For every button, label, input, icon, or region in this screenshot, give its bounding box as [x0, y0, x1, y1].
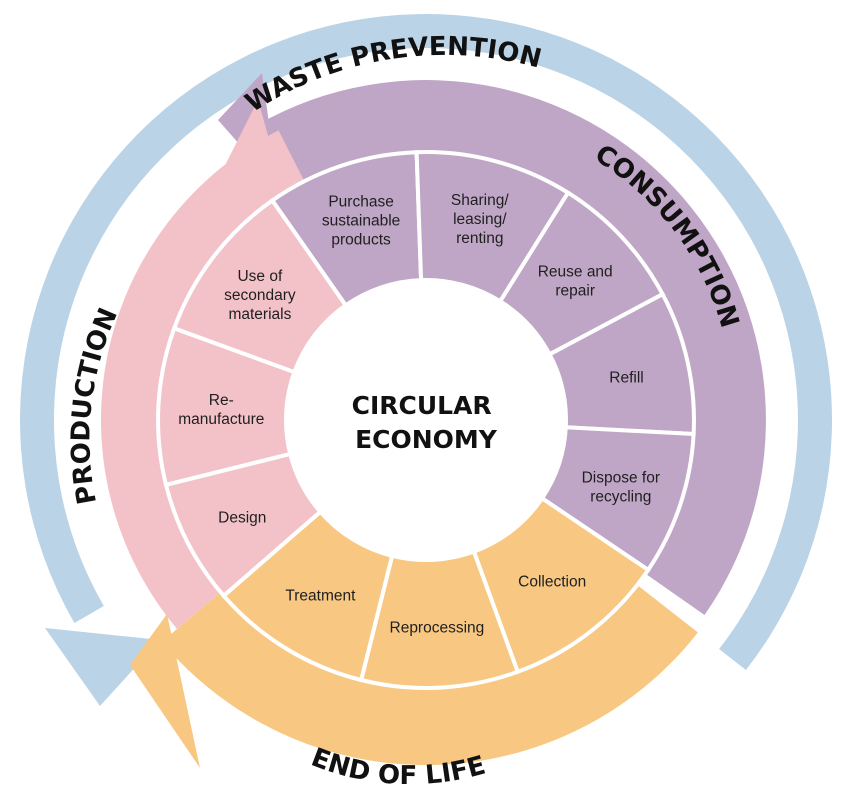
- end-of-life-arrowhead: [130, 614, 200, 768]
- segment-label-line: sustainable: [322, 212, 400, 229]
- segment-label-line: renting: [456, 230, 503, 247]
- segment-label-line: Dispose for: [582, 470, 660, 487]
- segment-label-purchase: Purchase sustainable products: [322, 193, 400, 248]
- segment-label-line: Reuse and: [538, 263, 613, 280]
- center-line-2: ECONOMY: [355, 425, 498, 454]
- segment-label-dispose: Dispose for recycling: [582, 470, 660, 506]
- segment-label-line: products: [331, 231, 391, 248]
- end-of-life-band: [161, 581, 698, 766]
- production-band: [100, 130, 308, 629]
- segment-label-remanufacture: Re-manufacture: [178, 392, 264, 428]
- segment-ring: Purchase sustainable products Sharing/leasi…: [156, 150, 696, 690]
- segment-label-line: Reprocessing: [390, 620, 485, 637]
- segment-label-collection: Collection: [518, 574, 586, 591]
- segment-label-reuse: Reuse and repair: [538, 263, 613, 299]
- segment-label-secondary: Use of secondary materials: [224, 268, 296, 323]
- segment-label-line: leasing/: [453, 211, 507, 228]
- center-circle: [288, 282, 564, 558]
- segment-label-line: Re-: [209, 392, 234, 409]
- segment-label-line: Design: [218, 510, 266, 527]
- segment-label-line: materials: [228, 306, 291, 323]
- segment-label-line: Purchase: [328, 193, 393, 210]
- segment-label-line: Treatment: [285, 588, 356, 605]
- consumption-band: [245, 80, 766, 616]
- segment-label-line: secondary: [224, 287, 296, 304]
- segment-label-line: Use of: [237, 268, 282, 285]
- segment-label-line: Sharing/: [451, 192, 509, 209]
- segment-label-line: manufacture: [178, 411, 264, 428]
- segment-secondary: [171, 197, 349, 375]
- segment-label-line: Refill: [609, 369, 643, 386]
- waste-prevention-arrowhead: [45, 628, 160, 706]
- segment-label-design: Design: [218, 510, 266, 527]
- center-line-1: CIRCULAR: [352, 391, 492, 420]
- segment-label-line: recycling: [590, 489, 651, 506]
- segment-label-line: repair: [555, 282, 595, 299]
- center-label: CIRCULAR ECONOMY: [352, 391, 501, 454]
- segment-label-treatment: Treatment: [285, 588, 356, 605]
- segment-label-sharing: Sharing/leasing/renting: [451, 192, 509, 247]
- waste-prevention-band: [20, 13, 833, 671]
- segment-label-reprocessing: Reprocessing: [390, 620, 485, 637]
- segment-label-line: Collection: [518, 574, 586, 591]
- segment-label-refill: Refill: [609, 369, 643, 386]
